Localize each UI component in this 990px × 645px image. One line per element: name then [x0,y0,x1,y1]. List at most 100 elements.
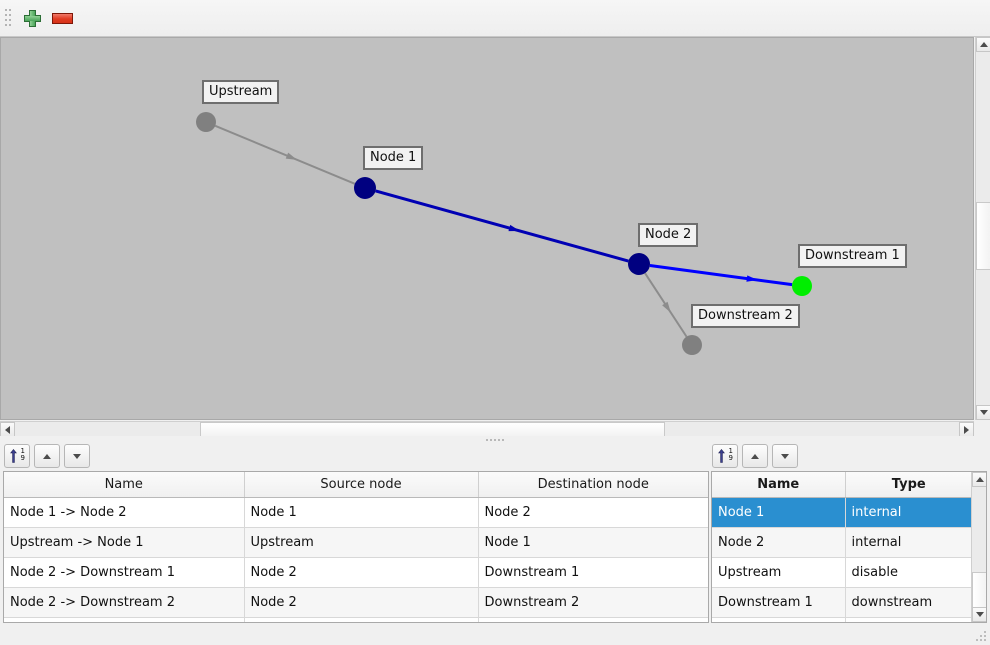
triangle-up-icon [751,453,759,459]
edge-name-cell[interactable]: Node 2 -> Downstream 1 [4,557,245,588]
remove-button[interactable] [47,4,77,32]
edges-sort-button[interactable]: 1 9 [4,444,30,468]
vscroll-down-button[interactable] [976,405,990,420]
edges-move-down-button[interactable] [64,444,90,468]
sort-digit-bottom: 9 [20,454,25,462]
splitter-grip-icon [485,438,505,441]
nodes-scroll-up-button[interactable] [972,472,986,487]
edges-empty-cell [4,617,245,622]
node-type-cell[interactable]: disable [845,557,972,588]
graph-edge-arrow-node2-downstream1 [746,275,758,282]
vscroll-up-button[interactable] [976,37,990,52]
sort-arrow-icon [10,449,17,463]
edge-source-cell[interactable]: Node 2 [244,587,479,618]
sort-arrow-icon [718,449,725,463]
node-name-cell[interactable]: Node 1 [712,497,846,528]
edges-table-empty-row [4,617,708,622]
caret-right-icon [964,425,969,434]
edge-source-cell[interactable]: Node 1 [244,497,479,528]
add-button[interactable] [17,4,47,32]
edges-table-header-row: Name Source node Destination node [4,472,708,498]
nodes-table-empty-row [712,617,972,622]
edges-col-name[interactable]: Name [4,472,245,498]
graph-node-node1[interactable] [354,177,376,199]
nodes-scroll-down-button[interactable] [972,607,986,622]
edge-name-cell[interactable]: Upstream -> Node 1 [4,527,245,558]
plus-icon [23,9,41,27]
edges-move-up-button[interactable] [34,444,60,468]
nodes-sort-button[interactable]: 1 9 [712,444,738,468]
caret-up-icon [979,42,988,47]
node-type-cell[interactable]: internal [845,527,972,558]
edges-col-destination[interactable]: Destination node [478,472,708,498]
edge-destination-cell[interactable]: Node 2 [478,497,708,528]
vscroll-thumb[interactable] [976,202,990,270]
panel-splitter[interactable] [0,436,990,443]
edges-empty-cell [244,617,479,622]
canvas-vertical-scrollbar[interactable] [975,37,990,420]
graph-node-node2[interactable] [628,253,650,275]
edge-name-cell[interactable]: Node 1 -> Node 2 [4,497,245,528]
graph-node-label-downstream2[interactable]: Downstream 2 [691,304,800,328]
hscroll-right-button[interactable] [959,422,974,437]
canvas-horizontal-scrollbar[interactable] [0,421,974,437]
graph-edge-node1-node2[interactable] [375,189,629,263]
node-name-cell[interactable]: Downstream 1 [712,587,846,618]
edges-col-source[interactable]: Source node [244,472,479,498]
edges-table[interactable]: Name Source node Destination node Node 1… [4,472,708,622]
hscroll-left-button[interactable] [0,422,15,437]
edge-source-cell[interactable]: Node 2 [244,557,479,588]
nodes-move-down-button[interactable] [772,444,798,468]
edge-name-cell[interactable]: Node 2 -> Downstream 2 [4,587,245,618]
graph-node-downstream1[interactable] [792,276,812,296]
graph-svg [196,112,812,355]
edge-destination-cell[interactable]: Downstream 1 [478,557,708,588]
edge-destination-cell[interactable]: Node 1 [478,527,708,558]
edges-empty-cell [478,617,708,622]
hscroll-thumb[interactable] [200,422,665,437]
main-toolbar [0,0,990,37]
graph-node-label-upstream[interactable]: Upstream [202,80,280,104]
nodes-empty-cell [712,617,846,622]
graph-edge-arrow-upstream-node1 [285,152,298,160]
graph-edge-arrow-node2-downstream2 [662,301,671,313]
nodes-table-header-row: Name Type [712,472,972,498]
graph-node-label-node2[interactable]: Node 2 [638,223,699,247]
graph-node-label-downstream1[interactable]: Downstream 1 [798,244,907,268]
graph-edge-node2-downstream1[interactable] [649,263,793,287]
node-type-cell[interactable]: downstream [845,587,972,618]
caret-left-icon [5,425,10,434]
nodes-col-type[interactable]: Type [845,472,972,498]
window-resize-grip[interactable] [976,631,988,643]
node-name-cell[interactable]: Upstream [712,557,846,588]
graph-node-upstream[interactable] [196,112,216,132]
triangle-up-icon [43,453,51,459]
nodes-col-name[interactable]: Name [712,472,846,498]
sort-digits: 1 9 [21,448,25,462]
sort-icon: 1 9 [9,448,25,464]
sort-digit-top: 1 [728,447,733,455]
graph-node-downstream2[interactable] [682,335,702,355]
graph-edge-upstream-node1[interactable] [214,124,356,185]
nodes-table-scrollbar[interactable] [971,472,986,622]
nodes-move-up-button[interactable] [742,444,768,468]
edge-source-cell[interactable]: Upstream [244,527,479,558]
graph-node-label-node1[interactable]: Node 1 [363,146,424,170]
toolbar-drag-grip[interactable] [3,7,13,29]
node-type-cell[interactable]: internal [845,497,972,528]
nodes-scroll-thumb[interactable] [972,572,986,608]
edge-destination-cell[interactable]: Downstream 2 [478,587,708,618]
node-name-cell[interactable]: Node 2 [712,527,846,558]
